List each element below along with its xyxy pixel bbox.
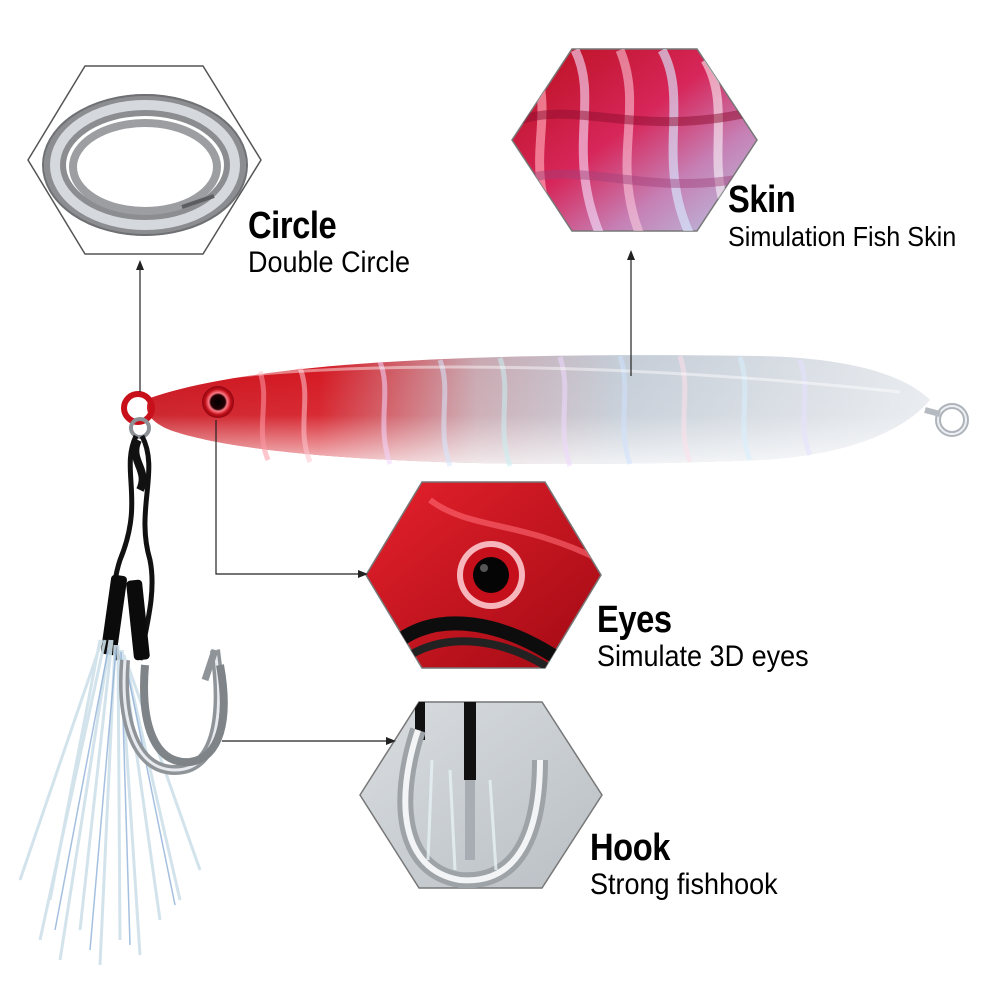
lure-body [121, 355, 969, 467]
split-ring-image [42, 94, 248, 236]
circle-feature-label: Circle Double Circle [248, 206, 428, 280]
skin-hexagon [511, 48, 758, 232]
lure-eye-icon [202, 386, 234, 418]
skin-feature-label: Skin Simulation Fish Skin [728, 180, 982, 254]
hook-closeup [397, 702, 548, 888]
hook-subtitle: Strong fishhook [590, 868, 778, 901]
eyes-title: Eyes [597, 599, 672, 641]
skin-title: Skin [728, 179, 796, 221]
hook-feature-label: Hook Strong fishhook [590, 828, 798, 902]
connector-lines [136, 250, 635, 745]
eye-closeup [395, 497, 601, 668]
hook-title: Hook [590, 827, 670, 869]
skin-subtitle: Simulation Fish Skin [728, 221, 957, 252]
assist-hook-assembly [18, 417, 228, 966]
eyes-subtitle: Simulate 3D eyes [597, 640, 809, 673]
circle-title: Circle [248, 205, 337, 247]
hook-hexagon [359, 701, 603, 889]
eyes-feature-label: Eyes Simulate 3D eyes [597, 600, 832, 674]
circle-subtitle: Double Circle [248, 246, 411, 279]
